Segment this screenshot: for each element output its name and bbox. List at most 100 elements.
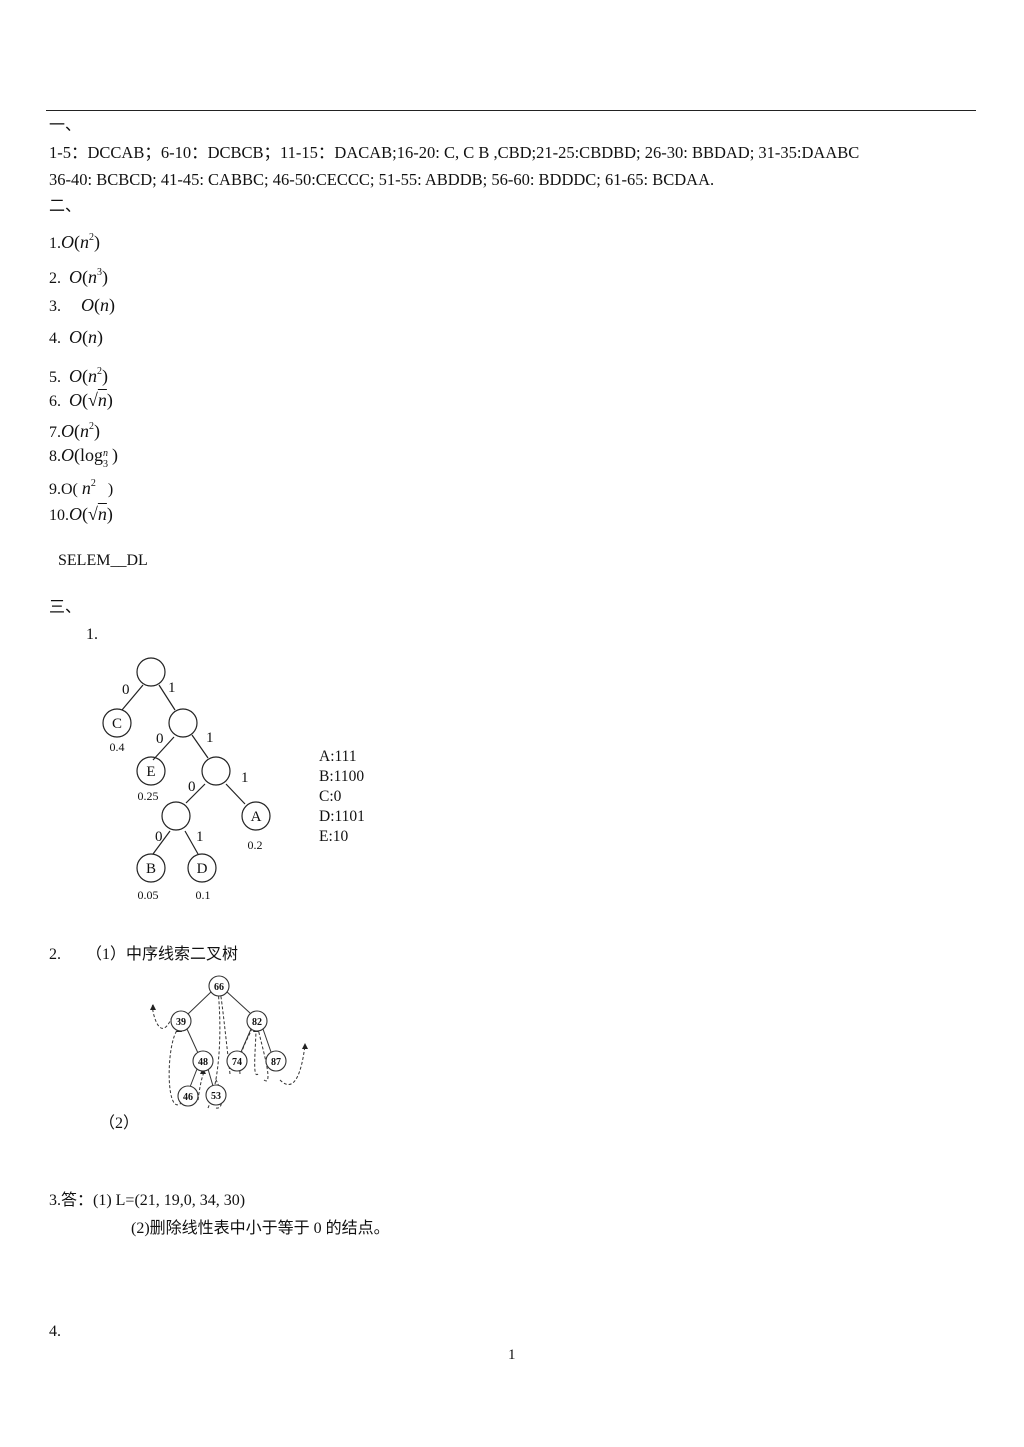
tree-node — [226, 1050, 248, 1072]
tree-edge — [152, 736, 175, 761]
thread-path — [254, 1027, 259, 1075]
item-number: 3. — [49, 298, 61, 315]
code-e: E:10 — [319, 828, 349, 845]
big-o-expression: O(n) — [81, 295, 115, 315]
item-number: 1. — [49, 235, 61, 252]
complexity-item-10: 10.O(√n) — [49, 504, 113, 526]
leaf-label: A — [251, 809, 262, 825]
edge-label: 0 — [155, 829, 163, 845]
node-label: 39 — [176, 1017, 186, 1028]
big-o-expression: O(n2) — [61, 232, 100, 252]
item-number: 9. — [49, 481, 61, 498]
tree-node — [246, 1010, 268, 1032]
leaf-label: E — [146, 764, 155, 780]
big-o-expression: O(n3) — [69, 267, 108, 287]
q2-part2: （2） — [99, 1115, 140, 1132]
complexity-item-3: 3. O(n) — [49, 295, 115, 317]
leaf-label: C — [112, 716, 122, 732]
section3-heading: 三、 — [49, 599, 82, 616]
tree-edge — [189, 1068, 198, 1088]
code-b: B:1100 — [319, 768, 365, 785]
item-number: 2. — [49, 270, 61, 287]
tree-node-leaf-e — [136, 756, 166, 786]
complexity-item-7: 7.O(n2) — [49, 417, 100, 443]
tree-edge — [225, 783, 246, 805]
q1-number: 1. — [86, 626, 98, 643]
big-o-expression: O(n2) — [69, 366, 108, 386]
tree-node-internal — [168, 708, 198, 738]
section2-heading: 二、 — [49, 198, 82, 215]
tree-edge — [184, 830, 199, 855]
tree-node-internal — [161, 801, 191, 831]
node-label: 87 — [271, 1057, 281, 1068]
node-label: 74 — [232, 1057, 242, 1068]
tree-node — [208, 975, 230, 997]
arrow-head — [150, 1004, 156, 1010]
page-number: 1 — [508, 1347, 516, 1363]
item-number: 4. — [49, 330, 61, 347]
tree-node — [205, 1084, 227, 1106]
big-o-expression: O(√n) — [69, 504, 113, 524]
tree-edge — [225, 990, 251, 1014]
big-o-expression: O(n) — [69, 327, 103, 347]
leaf-label: D — [197, 861, 208, 877]
tree-node-root — [136, 657, 166, 687]
item-number: 7. — [49, 424, 61, 441]
edge-label: 0 — [156, 731, 164, 747]
section1-heading: 一、 — [49, 117, 82, 134]
complexity-item-4: 4. O(n) — [49, 327, 103, 349]
tree-node-leaf-d — [187, 853, 217, 883]
tree-node-leaf-c — [102, 708, 132, 738]
code-a: A:111 — [319, 748, 357, 765]
leaf-weight: 0.2 — [248, 838, 263, 852]
tree-node — [170, 1010, 192, 1032]
arrow-head — [302, 1043, 308, 1049]
item-number: 5. — [49, 369, 61, 386]
leaf-weight: 0.4 — [110, 740, 125, 754]
leaf-weight: 0.1 — [196, 888, 211, 902]
answers-line-2: 36-40: BCBCD; 41-45: CABBC; 46-50:CECCC;… — [49, 170, 715, 189]
big-o-expression: O(√n) — [69, 390, 113, 410]
code-d: D:1101 — [319, 808, 365, 825]
leaf-weight: 0.25 — [138, 789, 159, 803]
thread-path — [197, 1069, 205, 1101]
tree-node-leaf-a — [241, 801, 271, 831]
leaf-weight: 0.05 — [138, 888, 159, 902]
answers-line-1: 1-5：DCCAB；6-10：DCBCB；11-15：DACAB;16-20: … — [49, 143, 860, 162]
edge-label: 1 — [241, 770, 249, 786]
tree-edge — [187, 990, 213, 1015]
edge-label: 1 — [206, 730, 214, 746]
tree-node-leaf-b — [136, 853, 166, 883]
edge-label: 0 — [122, 682, 130, 698]
complexity-item-2: 2. O(n3) — [49, 263, 108, 289]
code-c: C:0 — [319, 788, 342, 805]
tree-edge — [191, 734, 209, 759]
node-label: 46 — [183, 1092, 193, 1103]
header-rule — [46, 110, 976, 111]
complexity-item-1: 1.O(n2) — [49, 228, 100, 254]
tree-edge — [152, 830, 171, 855]
tree-node — [177, 1085, 199, 1107]
huffman-tree: 0 1 0 1 0 1 0 1 C E A B D 0.4 0.25 0.2 0… — [102, 657, 271, 902]
big-o-expression: O(n2) — [61, 421, 100, 441]
q3-line-2: (2)删除线性表中小于等于 0 的结点。 — [131, 1220, 390, 1237]
thread-path — [279, 1044, 306, 1086]
node-label: 53 — [211, 1091, 221, 1102]
tree-node — [265, 1050, 287, 1072]
tree-edge — [121, 684, 144, 711]
node-label: 82 — [252, 1017, 262, 1028]
tree-edge — [207, 1068, 214, 1087]
tree-edge — [262, 1028, 272, 1053]
tree-edge — [158, 684, 176, 711]
q2-part1: （1）中序线索二叉树 — [86, 946, 239, 963]
leaf-label: B — [146, 861, 156, 877]
complexity-item-5: 5. O(n2) — [49, 362, 108, 388]
node-label: 48 — [198, 1057, 208, 1068]
item-number: 10. — [49, 507, 69, 524]
q3-line-1: 3.答：(1) L=(21, 19,0, 34, 30) — [49, 1192, 246, 1209]
edge-label: 1 — [168, 680, 176, 696]
thread-path — [214, 1077, 222, 1109]
complexity-item-6: 6. O(√n) — [49, 390, 113, 412]
